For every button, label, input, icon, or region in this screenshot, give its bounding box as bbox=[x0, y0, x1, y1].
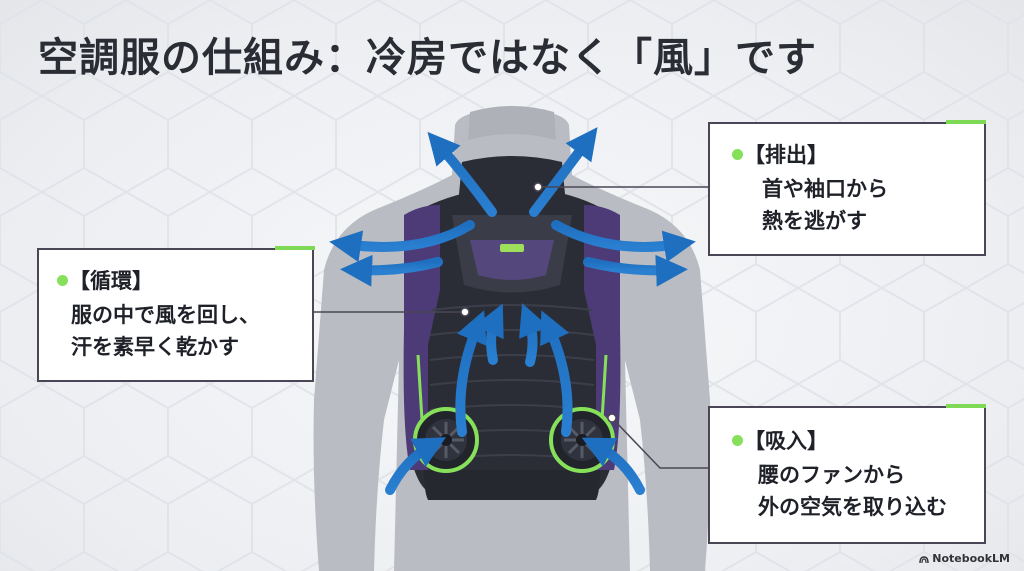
exhaust-arrow-arm-right-low bbox=[583, 254, 688, 287]
leader-lines bbox=[314, 182, 708, 469]
circulation-arrow-center bbox=[474, 303, 504, 365]
exhaust-arrow-neck-left bbox=[427, 131, 497, 217]
callout-line: 服の中で風を回し、 bbox=[71, 303, 260, 327]
circulation-arrow-left bbox=[455, 310, 487, 437]
callout-intake: 【吸入】 腰のファンから 外の空気を取り込む bbox=[708, 404, 986, 544]
right-fan bbox=[549, 407, 615, 473]
accent-bar bbox=[275, 246, 315, 250]
callout-circulation: 【循環】 服の中で風を回し、 汗を素早く乾かす bbox=[37, 246, 315, 382]
watermark-text: NotebookLM bbox=[932, 552, 1010, 565]
callout-heading: 【循環】 bbox=[69, 269, 153, 293]
callout-line: 汗を素早く乾かす bbox=[71, 335, 239, 359]
notebooklm-logo-icon bbox=[919, 556, 929, 563]
exhaust-arrow-neck-right bbox=[529, 127, 598, 217]
callout-line: 腰のファンから bbox=[758, 463, 905, 487]
bullet-dot bbox=[57, 275, 68, 286]
exhaust-arrow-arm-right bbox=[551, 220, 696, 263]
accent-bar bbox=[946, 404, 986, 408]
callout-line: 外の空気を取り込む bbox=[758, 495, 947, 519]
circulation-arrow-center-right bbox=[519, 303, 549, 367]
circulation-arrow-right bbox=[540, 310, 573, 437]
bullet-dot bbox=[732, 149, 743, 160]
callout-heading: 【吸入】 bbox=[744, 429, 828, 453]
watermark: NotebookLM bbox=[919, 552, 1010, 565]
airflow-arrows bbox=[329, 127, 696, 495]
intake-arrow-right bbox=[581, 437, 645, 495]
bullet-dot bbox=[732, 435, 743, 446]
exhaust-arrow-arm-left-low bbox=[340, 254, 443, 287]
intake-arrow-left bbox=[385, 437, 446, 495]
page-title: 空調服の仕組み：冷房ではなく「風」です bbox=[38, 35, 817, 81]
callout-heading: 【排出】 bbox=[744, 143, 828, 167]
callout-line: 熱を逃がす bbox=[762, 209, 867, 233]
callout-line: 首や袖口から bbox=[762, 177, 888, 201]
left-fan bbox=[413, 407, 479, 473]
exhaust-arrow-arm-left bbox=[329, 220, 475, 263]
callout-exhaust: 【排出】 首や袖口から 熱を逃がす bbox=[708, 120, 986, 256]
accent-bar bbox=[946, 120, 986, 124]
